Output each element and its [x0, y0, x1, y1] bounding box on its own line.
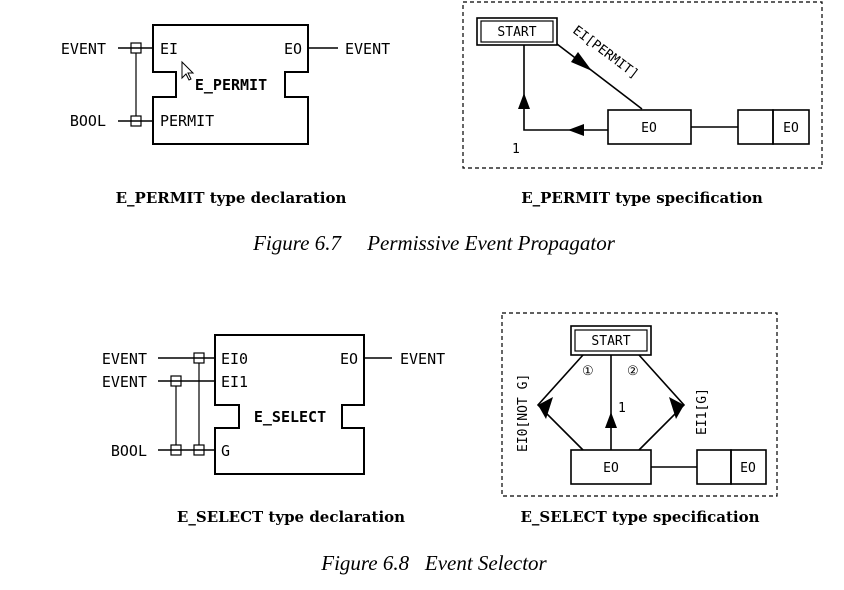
permit-pin-label: PERMIT: [160, 112, 214, 130]
transition-back-label: 1: [618, 401, 626, 416]
select-action-output-box: [730, 449, 767, 485]
eo-state-label: EO: [641, 121, 657, 136]
ei-type-label: EVENT: [61, 40, 106, 58]
ei0-type-label: EVENT: [102, 350, 147, 368]
e-select-declaration-caption: E_SELECT type declaration: [177, 508, 405, 526]
mouse-cursor-icon: [181, 60, 195, 81]
select-action-output-label: EO: [740, 461, 756, 476]
priority-two-label: ②: [627, 364, 639, 379]
select-eo-state-label: EO: [603, 461, 619, 476]
transition-eo-to-start-arrow-h: [568, 124, 584, 136]
transition-start-to-eo-arrow: [571, 52, 592, 71]
start-state-inner: [480, 20, 554, 43]
permit-type-label: BOOL: [70, 112, 106, 130]
e-select-ecc-frame: [501, 312, 778, 497]
figure-6-8-title: Figure 6.8 Event Selector: [320, 551, 547, 575]
transition-ei1-g-label: EI1[G]: [695, 388, 710, 435]
transition-ei-permit-label: EI[PERMIT]: [570, 23, 642, 82]
g-pin-label: G: [221, 442, 230, 460]
start-state-label: START: [497, 25, 536, 40]
e-select-fb-body: [214, 334, 365, 475]
e-select-fb-name: E_SELECT: [254, 408, 326, 426]
ei1-type-label: EVENT: [102, 373, 147, 391]
e-permit-ecc-frame: [462, 1, 823, 169]
e-select-eo-type-label: EVENT: [400, 350, 445, 368]
action-output-box: [772, 109, 810, 145]
e-select-eo-pin-label: EO: [340, 350, 358, 368]
e-select-specification-caption: E_SELECT type specification: [520, 508, 759, 526]
transition-eo-to-start: [523, 45, 608, 131]
eo-pin-label: EO: [284, 40, 302, 58]
transition-eo-to-start-arrow-v: [518, 93, 530, 109]
figure-6-7-title: Figure 6.7 Permissive Event Propagator: [252, 231, 616, 255]
e-permit-declaration: EVENT EI BOOL PERMIT EO EVENT E_PERMIT: [61, 24, 390, 145]
transition-ei0-not-g-label: EI0[NOT G]: [516, 374, 531, 452]
e-permit-specification: START EO EO EI[PERMIT] 1: [462, 1, 823, 169]
g-type-label: BOOL: [111, 442, 147, 460]
transition-back-arrow: [605, 412, 617, 428]
start-state-outer: [476, 17, 558, 46]
e-select-declaration: EVENT EI0 EVENT EI1 BOOL G EO EVENT E_SE…: [102, 334, 445, 475]
transition-one-label: 1: [512, 142, 520, 157]
e-permit-fb-name: E_PERMIT: [195, 76, 267, 94]
ei-pin-label: EI: [160, 40, 178, 58]
ei0-pin-label: EI0: [221, 350, 248, 368]
e-permit-declaration-caption: E_PERMIT type declaration: [116, 189, 347, 207]
e-select-specification: START EO EO EI0[NOT G] ① EI1[G] ② 1: [501, 312, 778, 497]
select-start-state-inner: [574, 329, 648, 352]
action-algorithm-box: [737, 109, 774, 145]
e-permit-fb-body: [152, 24, 309, 145]
select-action-algorithm-box: [696, 449, 732, 485]
ei1-pin-label: EI1: [221, 373, 248, 391]
transition-start-to-eo: [556, 43, 643, 110]
e-permit-specification-caption: E_PERMIT type specification: [521, 189, 763, 207]
transition-ei1-arrow: [669, 397, 684, 419]
select-start-state-label: START: [591, 334, 630, 349]
transition-ei0-arrow: [538, 397, 553, 419]
priority-one-label: ①: [582, 364, 594, 379]
action-output-label: EO: [783, 121, 799, 136]
eo-type-label: EVENT: [345, 40, 390, 58]
